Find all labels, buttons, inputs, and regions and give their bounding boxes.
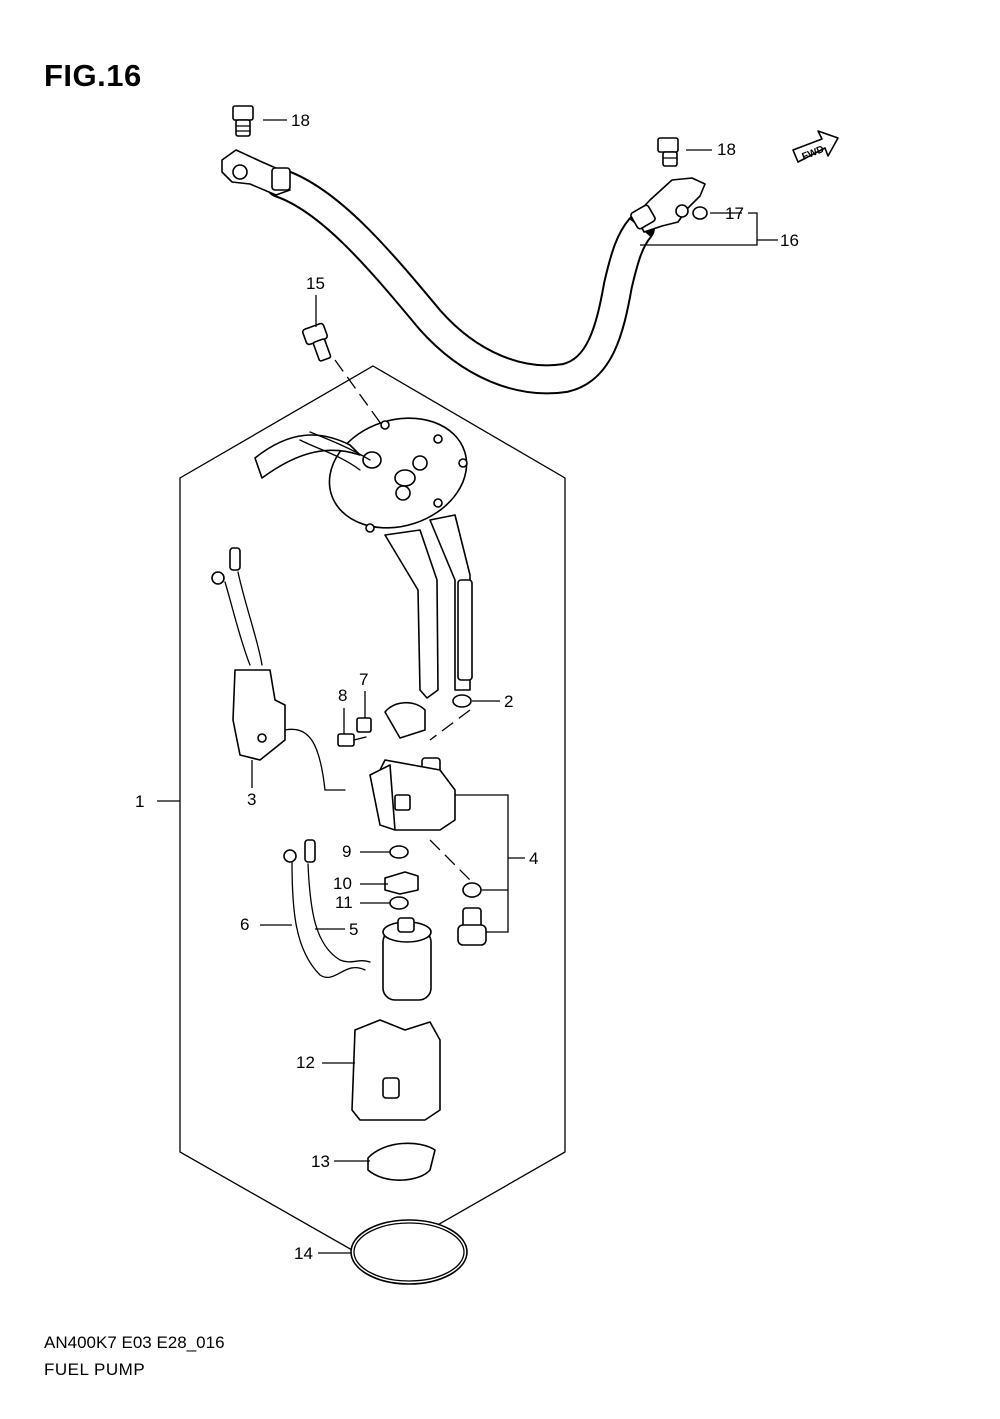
callout-16: 16 <box>780 231 799 250</box>
o-ring-17-icon <box>692 206 708 220</box>
lead-wires-5-6 <box>283 839 371 978</box>
callout-4: 4 <box>529 849 538 868</box>
bolt-18-right-icon <box>657 137 679 167</box>
bolt-8-icon <box>337 733 367 747</box>
model-code: AN400K7 E03 E28_016 <box>44 1333 225 1352</box>
nut-7-icon <box>356 717 372 733</box>
callout-1: 1 <box>135 792 144 811</box>
o-ring-9-icon <box>389 845 409 859</box>
callout-3: 3 <box>247 790 256 809</box>
regulator-icon <box>457 907 487 946</box>
figure-title: FIG.16 <box>44 58 142 93</box>
connector-10-icon <box>384 871 419 895</box>
callout-15: 15 <box>306 274 325 293</box>
callout-10: 10 <box>333 874 352 893</box>
fwd-arrow-icon: FWD <box>792 130 839 163</box>
figure-name: FUEL PUMP <box>44 1360 146 1379</box>
o-ring-4a-icon <box>462 882 482 898</box>
pump-flange-plate <box>254 417 473 699</box>
fuel-filter-13-icon <box>367 1142 436 1181</box>
callout-11: 11 <box>335 893 353 912</box>
callout-8: 8 <box>338 686 347 705</box>
bolt-15-icon <box>301 322 332 362</box>
washer-2-icon <box>452 694 472 708</box>
callout-2: 2 <box>504 692 513 711</box>
callout-12: 12 <box>296 1053 315 1072</box>
callout-7: 7 <box>359 670 368 689</box>
callout-14: 14 <box>294 1244 313 1263</box>
filter-case-12 <box>351 1019 441 1121</box>
bolt-18-left-icon <box>232 105 254 137</box>
callout-9: 9 <box>342 842 351 861</box>
fuel-pump-motor <box>382 917 432 1001</box>
callout-6: 6 <box>240 915 249 934</box>
fuel-hose-assembly <box>221 149 706 395</box>
callout-5: 5 <box>349 920 358 939</box>
gasket-14-inner <box>353 1222 465 1282</box>
level-sensor-3 <box>211 547 346 791</box>
gasket-14-icon <box>350 1219 468 1285</box>
callout-18-left: 18 <box>291 111 310 130</box>
callout-17: 17 <box>725 204 744 223</box>
o-ring-11-icon <box>389 896 409 910</box>
pump-housing-4 <box>369 701 456 831</box>
callout-18-right: 18 <box>717 140 736 159</box>
callout-13: 13 <box>311 1152 330 1171</box>
